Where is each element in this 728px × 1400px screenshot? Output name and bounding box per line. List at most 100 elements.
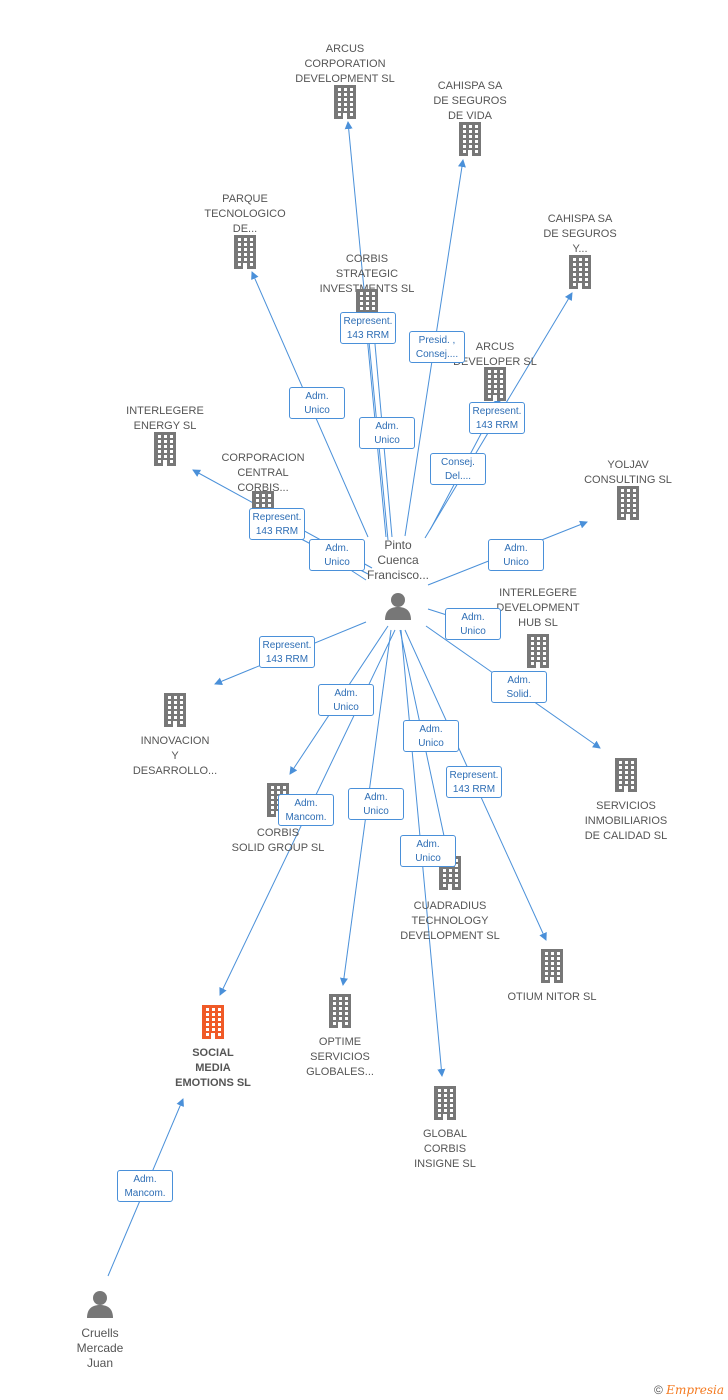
relation-label-r18[interactable]: Adm.Unico xyxy=(400,835,456,867)
relation-line: 143 RRM xyxy=(475,420,519,431)
relation-label-r16[interactable]: Represent. 143 RRM xyxy=(446,766,502,798)
relation-line: Adm. xyxy=(504,543,528,554)
building-icon[interactable] xyxy=(327,994,353,1033)
node-name: CAHISPA SA DE SEGUROS DE VIDA xyxy=(433,80,507,122)
relation-line: Del.... xyxy=(444,471,472,482)
node-name: YOLJAV CONSULTING SL xyxy=(584,459,672,486)
relation-line: 143 RRM xyxy=(452,784,496,795)
node-name: CUADRADIUS TECHNOLOGY DEVELOPMENT SL xyxy=(400,900,500,942)
node-label-interlegere-energy[interactable]: INTERLEGERE ENERGY SL xyxy=(95,404,235,434)
person-icon[interactable] xyxy=(85,1290,115,1323)
empresia-watermark: © Empresia xyxy=(654,1383,724,1397)
relation-label-r13[interactable]: Adm. Unico xyxy=(318,684,374,716)
relation-line: 143 RRM xyxy=(346,330,390,341)
relation-label-r7[interactable]: Represent.143 RRM xyxy=(249,508,305,540)
node-name: Pinto Cuenca Francisco... xyxy=(366,538,429,582)
building-icon[interactable] xyxy=(613,758,639,797)
relation-label-r15[interactable]: Adm.Mancom. xyxy=(278,794,334,826)
node-name: INNOVACION Y DESARROLLO... xyxy=(132,735,218,777)
relation-line: Unico xyxy=(460,626,486,637)
relation-line: Represent. xyxy=(343,316,393,327)
relation-line: 143 RRM xyxy=(255,526,299,537)
relation-line: Adm. xyxy=(133,1174,157,1185)
relation-line: Unico xyxy=(374,435,400,446)
relation-line: Unico xyxy=(333,702,359,713)
building-icon[interactable] xyxy=(482,367,508,406)
node-label-cahispa-y[interactable]: CAHISPA SA DE SEGUROS Y... xyxy=(510,212,650,257)
relation-label-r14[interactable]: Adm. Unico xyxy=(403,720,459,752)
relation-label-r8[interactable]: Adm. Unico xyxy=(309,539,365,571)
person-icon[interactable] xyxy=(383,592,413,625)
node-name: PARQUE TECNOLOGICO DE... xyxy=(204,193,286,235)
relation-label-r10[interactable]: Adm. Unico xyxy=(445,608,501,640)
building-icon[interactable] xyxy=(525,634,551,673)
node-label-parque[interactable]: PARQUE TECNOLOGICO DE... xyxy=(175,192,315,237)
node-label-arcus-dev[interactable]: ARCUS DEVELOPER SL xyxy=(425,340,565,370)
relation-line: Adm. xyxy=(334,688,358,699)
node-name: INTERLEGERE ENERGY SL xyxy=(126,405,204,432)
relation-line: Mancom. xyxy=(285,812,327,823)
building-icon[interactable] xyxy=(539,949,565,988)
relation-label-r9[interactable]: Adm.Unico xyxy=(488,539,544,571)
building-icon[interactable] xyxy=(332,85,358,124)
relation-line: Unico xyxy=(418,738,444,749)
node-label-cahispa-vida[interactable]: CAHISPA SA DE SEGUROS DE VIDA xyxy=(400,79,540,124)
relation-line: Adm. xyxy=(305,391,329,402)
relation-line: Adm. xyxy=(461,612,485,623)
node-name: SOCIAL MEDIA EMOTIONS SL xyxy=(175,1047,251,1089)
relation-line: Adm. xyxy=(325,543,349,554)
node-label-social-media[interactable]: SOCIAL MEDIA EMOTIONS SL xyxy=(143,1046,283,1091)
node-name: SERVICIOS INMOBILIARIOS DE CALIDAD SL xyxy=(584,800,668,842)
relation-label-r17[interactable]: Adm.Unico xyxy=(348,788,404,820)
relation-label-r3[interactable]: Adm.Unico xyxy=(289,387,345,419)
relation-line: Represent. xyxy=(449,770,499,781)
node-label-innovacion[interactable]: INNOVACION Y DESARROLLO... xyxy=(105,734,245,779)
relation-line: Mancom. xyxy=(124,1188,166,1199)
relation-line: Solid. xyxy=(506,689,532,700)
building-icon[interactable] xyxy=(162,693,188,732)
node-label-pinto[interactable]: Pinto Cuenca Francisco... xyxy=(328,538,468,583)
building-icon[interactable] xyxy=(152,432,178,471)
node-name: OPTIME SERVICIOS GLOBALES... xyxy=(306,1036,374,1078)
node-label-yoljav[interactable]: YOLJAV CONSULTING SL xyxy=(558,458,698,488)
node-label-cuadradius[interactable]: CUADRADIUS TECHNOLOGY DEVELOPMENT SL xyxy=(380,899,520,944)
node-name: CORPORACION CENTRAL CORBIS... xyxy=(221,452,305,494)
node-label-arcus-corp[interactable]: ARCUS CORPORATION DEVELOPMENT SL xyxy=(275,42,415,87)
building-icon[interactable] xyxy=(200,1005,226,1044)
relation-line: Adm. xyxy=(507,675,531,686)
building-icon[interactable] xyxy=(457,122,483,161)
node-label-cruells[interactable]: Cruells Mercade Juan xyxy=(30,1326,170,1371)
copyright-symbol: © xyxy=(653,1383,663,1397)
relation-line: Unico xyxy=(324,557,350,568)
relation-label-r4[interactable]: Adm. Unico xyxy=(359,417,415,449)
relation-label-r1[interactable]: Represent. 143 RRM xyxy=(340,312,396,344)
node-label-global-corbis[interactable]: GLOBAL CORBIS INSIGNE SL xyxy=(375,1127,515,1172)
node-name: OTIUM NITOR SL xyxy=(507,991,597,1003)
relation-line: Consej.... xyxy=(415,349,459,360)
relation-line: Adm. xyxy=(375,421,399,432)
node-label-interlegere-dev[interactable]: INTERLEGERE DEVELOPMENT HUB SL xyxy=(468,586,608,631)
node-name: ARCUS CORPORATION DEVELOPMENT SL xyxy=(295,43,395,85)
relation-label-r11[interactable]: Represent.143 RRM xyxy=(259,636,315,668)
relation-label-r19[interactable]: Adm. Mancom. xyxy=(117,1170,173,1202)
relation-line: Adm. xyxy=(419,724,443,735)
relation-label-r12[interactable]: Adm. Solid. xyxy=(491,671,547,703)
node-label-servicios[interactable]: SERVICIOS INMOBILIARIOS DE CALIDAD SL xyxy=(556,799,696,844)
relation-line: Unico xyxy=(363,806,389,817)
building-icon[interactable] xyxy=(567,255,593,294)
node-label-corporacion[interactable]: CORPORACION CENTRAL CORBIS... xyxy=(193,451,333,496)
relation-label-r6[interactable]: Consej.Del.... xyxy=(430,453,486,485)
relation-line: Represent. xyxy=(262,640,312,651)
node-label-corbis-solid[interactable]: CORBIS SOLID GROUP SL xyxy=(208,826,348,856)
relation-line: Presid. , xyxy=(418,335,456,346)
building-icon[interactable] xyxy=(432,1086,458,1125)
relation-label-r2[interactable]: Presid. , Consej.... xyxy=(409,331,465,363)
building-icon[interactable] xyxy=(232,235,258,274)
relation-line: Unico xyxy=(415,853,441,864)
node-label-otium[interactable]: OTIUM NITOR SL xyxy=(482,990,622,1005)
relation-line: Represent. xyxy=(472,406,522,417)
relation-label-r5[interactable]: Represent. 143 RRM xyxy=(469,402,525,434)
node-label-optime[interactable]: OPTIME SERVICIOS GLOBALES... xyxy=(270,1035,410,1080)
building-icon[interactable] xyxy=(615,486,641,525)
node-name: CAHISPA SA DE SEGUROS Y... xyxy=(543,213,617,255)
